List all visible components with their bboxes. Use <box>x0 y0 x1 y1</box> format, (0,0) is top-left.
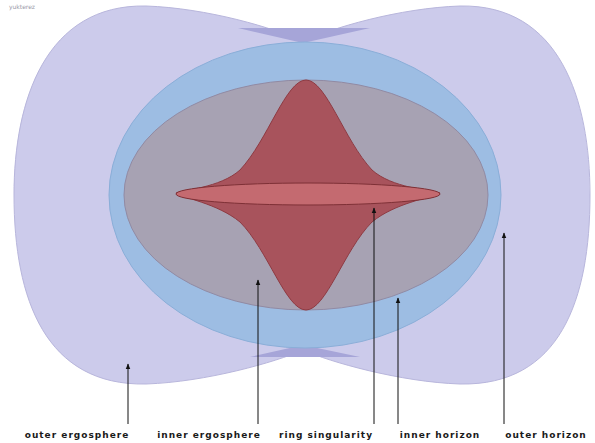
outer-horizon-surface <box>109 42 501 348</box>
ring-singularity <box>176 183 440 205</box>
ergosphere-pole-funnel <box>238 28 370 43</box>
leader-line <box>128 364 129 424</box>
part-label: outer ergosphere <box>25 430 130 440</box>
leader-line <box>504 233 505 424</box>
part-label: ring singularity <box>279 430 373 440</box>
part-label: inner ergosphere <box>157 430 261 440</box>
watermark: yukterez <box>9 3 35 10</box>
inner-horizon-surface <box>124 80 488 310</box>
leader-line <box>374 208 375 424</box>
part-label: inner horizon <box>400 430 481 440</box>
leader-line <box>258 280 259 424</box>
part-label: outer horizon <box>505 430 587 440</box>
inner-ergosphere-surface <box>176 80 440 310</box>
leader-line <box>398 298 399 424</box>
